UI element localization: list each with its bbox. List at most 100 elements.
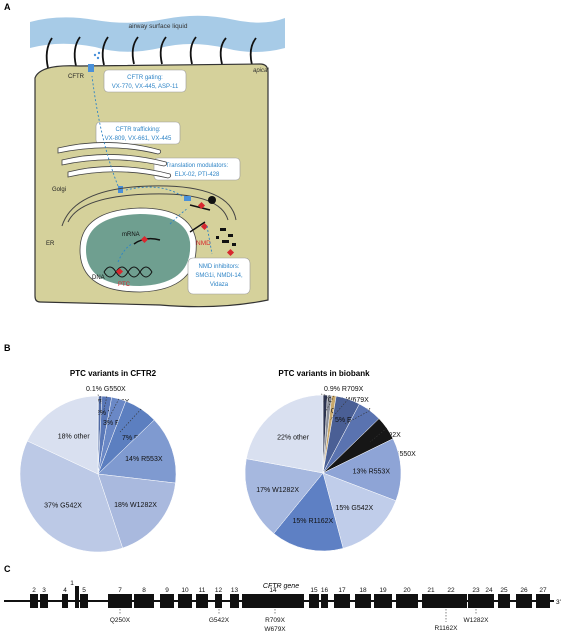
- ptc-marker: [115, 267, 124, 276]
- exon-23: [468, 594, 484, 608]
- exon-label: 17: [338, 587, 346, 594]
- cftr-label: CFTR: [68, 74, 85, 80]
- pie-slice-label: 0.9% R709X: [324, 386, 364, 393]
- pie-slice-label: 18% other: [58, 433, 91, 440]
- gene-title: CFTR gene: [263, 583, 299, 590]
- exon-26: [516, 594, 532, 608]
- exon-label: 19: [379, 587, 387, 594]
- exon-8: [134, 594, 154, 608]
- pie-slice-label: 22% other: [277, 435, 310, 442]
- pie-slice-label: 18% W1282X: [114, 502, 157, 509]
- ion-dot: [96, 56, 100, 60]
- pie-slice: [244, 458, 324, 534]
- apical-label: apical: [253, 68, 269, 74]
- nmd-inhibitors-line1: SMG1i, NMDI-14,: [195, 273, 243, 279]
- er-label: ER: [46, 241, 55, 247]
- pie-slice-label: 37% G542X: [44, 503, 82, 510]
- pie-slice: [27, 395, 99, 475]
- ion-dot: [97, 51, 101, 55]
- pie-slice: [322, 438, 402, 502]
- ptc-label: PTC: [118, 282, 131, 288]
- nascent-cftr: [184, 196, 191, 201]
- exon-7: [108, 594, 132, 608]
- dna-label: DNA: [92, 275, 105, 281]
- pie-slice-label: 17% W1282X: [256, 487, 299, 494]
- pathway-arrows: [91, 75, 213, 263]
- translation-box: Translation modulators: ELX-02, PTI-428: [153, 157, 241, 181]
- pie-leader-line: [324, 395, 335, 414]
- trafficking-box: CFTR trafficking: VX-809, VX-661, VX-445: [95, 121, 181, 145]
- exon-label: 12: [215, 587, 223, 594]
- cftr-channel: [88, 64, 94, 72]
- exon-label: 15: [310, 587, 318, 594]
- dna-helix: [103, 266, 153, 278]
- pie-slice: [97, 473, 176, 549]
- pie-slice: [322, 472, 397, 549]
- mrna-label: mRNA: [122, 232, 140, 238]
- exon-24: [484, 594, 494, 608]
- exon-label: 13: [231, 587, 239, 594]
- nmd-inhibitors-box: NMD inhibitors: SMG1i, NMDI-14, Vidaza: [187, 257, 251, 295]
- exon-16: [321, 594, 328, 608]
- pie-slice-label: 13% R553X: [353, 468, 391, 475]
- exon-label: 20: [403, 587, 411, 594]
- exon-label: 27: [539, 587, 547, 594]
- translation-title: Translation modulators:: [166, 163, 229, 169]
- nmd-inhibitors-line2: Vidaza: [210, 282, 229, 288]
- exon-20: [396, 594, 418, 608]
- ribosome: [208, 196, 216, 204]
- pie1-title: PTC variants in CFTR2: [70, 369, 157, 378]
- exon-label: 1: [70, 580, 74, 587]
- pie-leader-line: [369, 427, 387, 443]
- exon-2: [30, 594, 38, 608]
- pie-slice: [246, 394, 324, 474]
- gating-drugs: VX-770, VX-445, ASP-11: [112, 84, 179, 90]
- exon-22: [435, 594, 467, 608]
- variant-label: W1282X: [464, 617, 490, 624]
- er-membrane: [67, 193, 229, 223]
- ptc-marker: [226, 248, 235, 257]
- exon-label: 22: [447, 587, 455, 594]
- pie-chart-cftr2: 0.1% G550X0.7% R709X2% Y1092X3% E60X7% R…: [19, 386, 177, 553]
- translation-drugs: ELX-02, PTI-428: [175, 172, 220, 178]
- pie-leader-line: [107, 398, 120, 421]
- pie-slice: [19, 440, 123, 553]
- exon-label: 4: [63, 587, 67, 594]
- exon-10: [178, 594, 192, 608]
- trafficking-title: CFTR trafficking:: [116, 127, 161, 133]
- pie-slice-label: 15% G542X: [335, 505, 373, 512]
- panel-b-letter: B: [4, 343, 11, 353]
- exon-19: [374, 594, 392, 608]
- exon-label: 26: [520, 587, 528, 594]
- pie-slice-label: 0.1% G550X: [86, 386, 126, 393]
- exon-label: 8: [142, 587, 146, 594]
- three-prime-label: 3': [556, 599, 561, 606]
- exon-label: 18: [359, 587, 367, 594]
- exon-13: [230, 594, 239, 608]
- variant-label: G542X: [209, 617, 230, 624]
- ptc-marker: [197, 201, 206, 210]
- pie-slice: [273, 472, 344, 552]
- nmd-label: NMD: [196, 240, 211, 247]
- cilia: [45, 36, 257, 69]
- pie2-title: PTC variants in biobank: [278, 369, 370, 378]
- exon-label: 9: [165, 587, 169, 594]
- exon-label: 14: [269, 587, 277, 594]
- exon-9: [160, 594, 174, 608]
- vesicle-cftr: [118, 186, 123, 193]
- pie-slice: [97, 419, 177, 484]
- variant-label: Q250X: [110, 617, 131, 624]
- trafficking-drugs: VX-809, VX-661, VX-445: [105, 136, 172, 142]
- pie-leader-line: [320, 393, 326, 396]
- exon-27: [536, 594, 550, 608]
- exon-5: [80, 594, 88, 608]
- exon-17: [334, 594, 350, 608]
- exon-label: 23: [472, 587, 480, 594]
- pie-slice-label: 5% G550X: [382, 451, 416, 458]
- variant-label: R709X: [265, 617, 286, 624]
- pie-leader-line: [119, 408, 142, 433]
- airway-surface-liquid: [30, 15, 285, 52]
- exon-label: 10: [181, 587, 189, 594]
- golgi-apparatus: [57, 142, 172, 179]
